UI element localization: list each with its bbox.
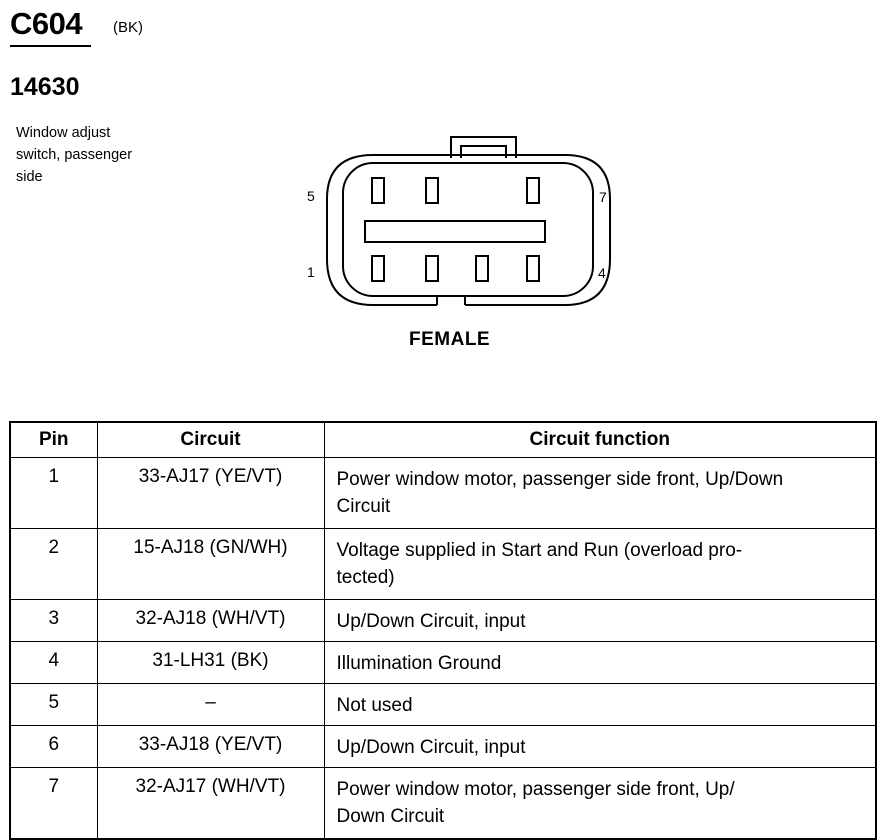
connector-color: (BK) (113, 19, 143, 36)
connector-face-diagram (326, 136, 611, 306)
table-row: 2 15-AJ18 (GN/WH) Voltage supplied in St… (9, 528, 877, 600)
cell-pin: 6 (9, 725, 98, 768)
table-row: 5 – Not used (9, 683, 877, 726)
pin-label-1: 1 (307, 264, 315, 280)
connector-inner-cavity (342, 162, 594, 297)
terminal-cavity (475, 255, 489, 282)
table-row: 4 31-LH31 (BK) Illumination Ground (9, 641, 877, 684)
gender-label: FEMALE (409, 329, 491, 350)
cell-pin: 1 (9, 457, 98, 529)
locking-tab-inner (460, 145, 507, 158)
function-line: Power window motor, passenger side front… (336, 469, 784, 490)
function-line: Illumination Ground (336, 653, 502, 674)
function-line: Up/Down Circuit, input (336, 611, 526, 632)
function-line: Power window motor, passenger side front… (336, 779, 735, 800)
cell-function: Power window motor, passenger side front… (323, 767, 877, 840)
function-line: Down Circuit (336, 806, 445, 827)
connector-outer-shell (326, 154, 611, 306)
table-row: 1 33-AJ17 (YE/VT) Power window motor, pa… (9, 457, 877, 529)
function-line: Not used (336, 695, 413, 716)
terminal-cavity (371, 255, 385, 282)
cell-pin: 4 (9, 641, 98, 684)
table-row: 7 32-AJ17 (WH/VT) Power window motor, pa… (9, 767, 877, 840)
table-row: 6 33-AJ18 (YE/VT) Up/Down Circuit, input (9, 725, 877, 768)
cell-circuit: 31-LH31 (BK) (96, 641, 325, 684)
cell-circuit: 33-AJ17 (YE/VT) (96, 457, 325, 529)
cell-function: Voltage supplied in Start and Run (overl… (323, 528, 877, 600)
terminal-cavity (425, 177, 439, 204)
header-circuit: Circuit (96, 421, 325, 458)
cell-circuit: 32-AJ17 (WH/VT) (96, 767, 325, 840)
connector-code: C604 (10, 6, 83, 41)
cell-circuit: 33-AJ18 (YE/VT) (96, 725, 325, 768)
cell-function: Up/Down Circuit, input (323, 599, 877, 642)
cell-function: Power window motor, passenger side front… (323, 457, 877, 529)
part-number: 14630 (10, 73, 80, 101)
function-line: Up/Down Circuit, input (336, 737, 526, 758)
function-line: Circuit (336, 496, 391, 517)
pin-label-4: 4 (598, 265, 606, 281)
function-line: tected) (336, 567, 395, 588)
description-line: switch, passenger (16, 147, 133, 163)
terminal-cavity (425, 255, 439, 282)
terminal-cavity (526, 177, 540, 204)
terminal-cavity (371, 177, 385, 204)
terminal-cavity (526, 255, 540, 282)
connector-code-underline (10, 45, 91, 47)
table-header-row: Pin Circuit Circuit function (9, 421, 877, 458)
header-pin: Pin (9, 421, 98, 458)
cell-pin: 2 (9, 528, 98, 600)
pin-label-7: 7 (599, 189, 607, 205)
cell-circuit: 15-AJ18 (GN/WH) (96, 528, 325, 600)
cell-function: Up/Down Circuit, input (323, 725, 877, 768)
function-line: Voltage supplied in Start and Run (overl… (336, 540, 743, 561)
description-line: side (16, 169, 43, 185)
cell-pin: 7 (9, 767, 98, 840)
header-circuit-function: Circuit function (323, 421, 877, 458)
key-bar (364, 220, 546, 243)
pinout-table: Pin Circuit Circuit function 1 33-AJ17 (… (9, 421, 877, 840)
cell-pin: 3 (9, 599, 98, 642)
locking-tab (450, 136, 517, 158)
cell-pin: 5 (9, 683, 98, 726)
pin-label-5: 5 (307, 188, 315, 204)
table-row: 3 32-AJ18 (WH/VT) Up/Down Circuit, input (9, 599, 877, 642)
cell-circuit: – (96, 683, 325, 726)
cell-circuit: 32-AJ18 (WH/VT) (96, 599, 325, 642)
cell-function: Not used (323, 683, 877, 726)
description-line: Window adjust (16, 125, 111, 141)
cell-function: Illumination Ground (323, 641, 877, 684)
component-description: Window adjust switch, passenger side (16, 122, 166, 188)
